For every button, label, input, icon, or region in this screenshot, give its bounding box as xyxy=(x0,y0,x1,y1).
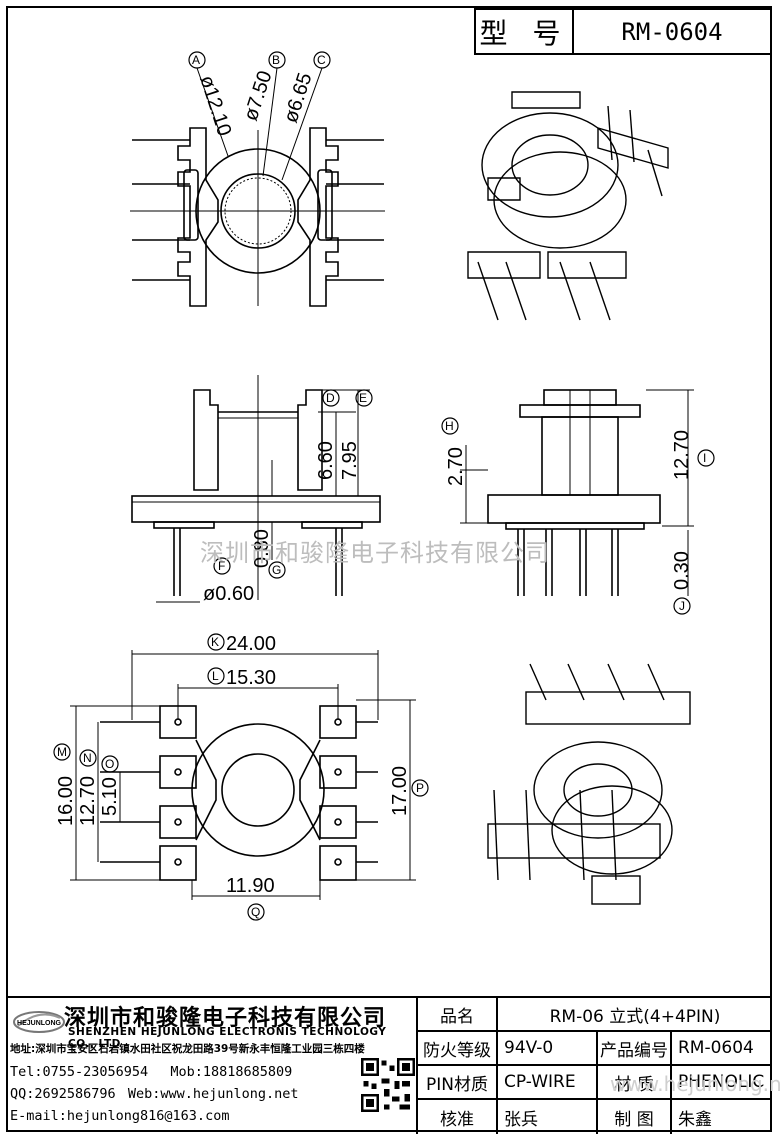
company-name-en: SHENZHEN HEJUNLONG ELECTRONIS TECHNOLOGY… xyxy=(68,1026,387,1050)
svg-text:C: C xyxy=(317,53,326,67)
model-number: RM-0604 xyxy=(621,17,723,46)
bottom-view xyxy=(70,650,416,900)
svg-text:P: P xyxy=(416,781,424,795)
company-name-cn: 深圳市和骏隆电子科技有限公司 xyxy=(64,1006,387,1031)
title-block: HEJUNLONG 深圳市和骏隆电子科技有限公司 SHENZHEN HEJUNL… xyxy=(6,996,772,1134)
spec-table: 品名 RM-06 立式(4+4PIN) 防火等级 94V-0 产品编号 RM-0… xyxy=(418,998,772,1134)
dim-e: 7.95 xyxy=(339,441,361,480)
name-label: 品名 xyxy=(418,998,498,1032)
qq-number: QQ:2692586796 xyxy=(10,1086,116,1102)
dim-l: 15.30 xyxy=(226,667,276,689)
approve-value: 张兵 xyxy=(498,1100,598,1134)
logo-text: HEJUNLONG xyxy=(17,1020,62,1027)
svg-text:G: G xyxy=(272,563,281,577)
svg-text:F: F xyxy=(218,559,225,573)
contact-qq: QQ:2692586796 Web:www.hejunlong.net xyxy=(10,1086,299,1102)
svg-text:A: A xyxy=(192,53,200,67)
dim-q: 11.90 xyxy=(226,875,275,897)
material-value: PHENOLIC xyxy=(672,1066,772,1100)
dim-f: ø0.60 xyxy=(203,583,254,605)
front-view xyxy=(131,375,381,603)
drawer-value: 朱鑫 xyxy=(678,1109,712,1130)
mob-number: Mob:18818685809 xyxy=(170,1064,293,1080)
dim-h: 2.70 xyxy=(445,447,467,486)
dim-i: 12.70 xyxy=(671,430,693,480)
watermark-url: www.hejunlong.net xyxy=(610,1072,780,1096)
dim-m: 16.00 xyxy=(55,776,77,826)
svg-text:J: J xyxy=(679,599,685,613)
watermark-text: 深圳市和骏隆电子科技有限公司 xyxy=(200,539,550,567)
technical-drawing: A B C ø12.10 ø7.50 ø6.65 D E F G 6.60 7.… xyxy=(53,51,715,921)
svg-text:M: M xyxy=(57,745,67,759)
dim-d: 6.60 xyxy=(315,441,337,480)
svg-text:H: H xyxy=(445,419,454,433)
svg-text:Q: Q xyxy=(251,905,260,919)
drawing-frame xyxy=(6,6,772,1132)
svg-text:I: I xyxy=(703,451,706,465)
product-code-value: RM-0604 xyxy=(672,1032,772,1066)
pin-material-label: PIN材质 xyxy=(418,1066,498,1100)
contact-tel: Tel:0755-23056954 Mob:18818685809 xyxy=(10,1064,292,1080)
type-label: 型 号 xyxy=(476,10,574,53)
pin-material-value: CP-WIRE xyxy=(498,1066,598,1100)
dim-a: ø12.10 xyxy=(195,73,235,139)
dim-k: 24.00 xyxy=(226,633,276,655)
tel-number: Tel:0755-23056954 xyxy=(10,1064,149,1080)
company-info: HEJUNLONG 深圳市和骏隆电子科技有限公司 SHENZHEN HEJUNL… xyxy=(6,998,418,1134)
top-view xyxy=(130,67,385,307)
fire-rating-label: 防火等级 xyxy=(418,1032,498,1066)
company-logo: HEJUNLONG xyxy=(13,1011,65,1033)
svg-text:L: L xyxy=(212,669,219,683)
approve-label: 核准 xyxy=(418,1100,498,1134)
svg-text:D: D xyxy=(326,391,335,405)
svg-text:K: K xyxy=(211,635,219,649)
dim-o: 5.10 xyxy=(99,777,121,816)
dim-j: 0.30 xyxy=(671,551,693,590)
dim-p: 17.00 xyxy=(389,766,411,816)
svg-text:O: O xyxy=(105,757,114,771)
svg-text:B: B xyxy=(272,53,280,67)
product-code-label: 产品编号 xyxy=(598,1032,672,1066)
company-address: 地址:深圳市宝安区石岩镇水田社区祝龙田路39号新永丰恒隆工业园三栋四楼 xyxy=(10,1043,365,1055)
website: Web:www.hejunlong.net xyxy=(127,1086,299,1102)
material-label: 材 质 xyxy=(598,1066,672,1100)
drawer-label: 制 图 xyxy=(598,1100,672,1134)
side-view xyxy=(460,389,694,596)
fire-rating-value: 94V-0 xyxy=(498,1032,598,1066)
isometric-view-top xyxy=(467,91,669,321)
contact-email: E-mail:hejunlong816@163.com xyxy=(10,1108,230,1124)
dim-g: 0.80 xyxy=(251,529,273,568)
name-value: RM-06 立式(4+4PIN) xyxy=(498,998,772,1032)
dim-n: 12.70 xyxy=(77,776,99,826)
isometric-view-bottom xyxy=(487,663,691,905)
qr-code-icon xyxy=(361,1058,415,1112)
svg-text:E: E xyxy=(359,391,367,405)
model-header: 型 号 RM-0604 xyxy=(474,8,772,55)
svg-text:N: N xyxy=(83,751,92,765)
